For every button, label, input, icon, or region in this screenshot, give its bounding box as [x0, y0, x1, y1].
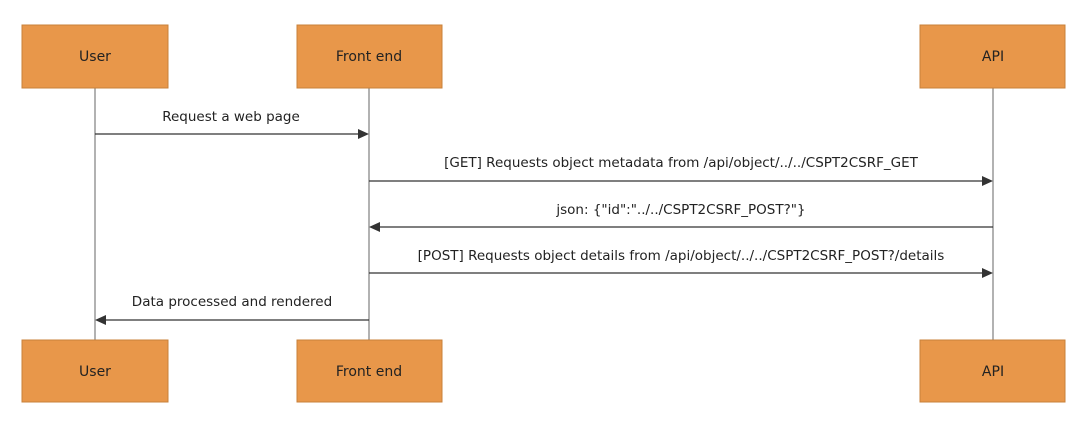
- message-3: json: {"id":"../../CSPT2CSRF_POST?"}: [369, 202, 993, 232]
- actor-api-bottom: API: [919, 339, 1066, 403]
- actor-frontend-top-label: Front end: [336, 49, 402, 65]
- message-5-label: Data processed and rendered: [132, 294, 332, 310]
- message-4: [POST] Requests object details from /api…: [369, 248, 993, 278]
- actor-api-bottom-label: API: [982, 364, 1004, 380]
- message-1: Request a web page: [95, 109, 369, 139]
- message-2-label: [GET] Requests object metadata from /api…: [444, 155, 918, 171]
- message-2: [GET] Requests object metadata from /api…: [369, 155, 993, 186]
- actor-user-bottom-label: User: [79, 364, 111, 380]
- message-5: Data processed and rendered: [95, 294, 369, 325]
- actor-frontend-bottom-label: Front end: [336, 364, 402, 380]
- actor-user-top-label: User: [79, 49, 111, 65]
- arrowhead-left-icon: [369, 222, 380, 232]
- arrowhead-right-icon: [982, 268, 993, 278]
- arrowhead-right-icon: [358, 129, 369, 139]
- actor-user-top: User: [21, 24, 169, 89]
- arrowhead-left-icon: [95, 315, 106, 325]
- message-4-label: [POST] Requests object details from /api…: [418, 248, 945, 264]
- message-3-label: json: {"id":"../../CSPT2CSRF_POST?"}: [555, 202, 805, 218]
- message-1-label: Request a web page: [162, 109, 300, 125]
- actor-api-top-label: API: [982, 49, 1004, 65]
- actor-frontend-bottom: Front end: [296, 339, 443, 403]
- arrowhead-right-icon: [982, 176, 993, 186]
- actor-api-top: API: [919, 24, 1066, 89]
- actor-user-bottom: User: [21, 339, 169, 403]
- actor-frontend-top: Front end: [296, 24, 443, 89]
